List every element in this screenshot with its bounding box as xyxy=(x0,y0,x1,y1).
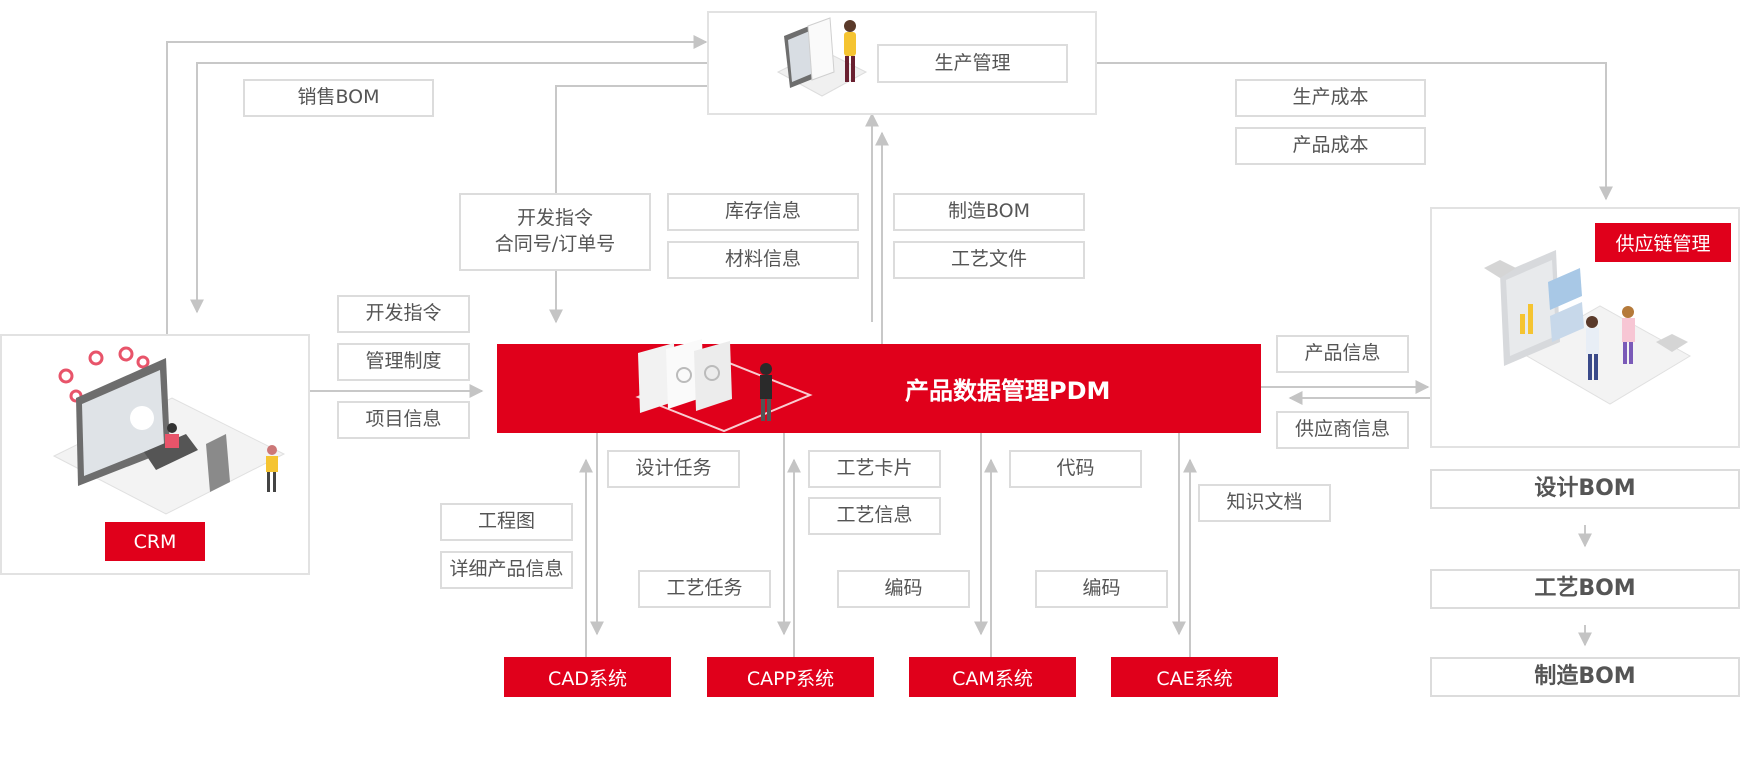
capp-node[interactable]: CAPP系统 xyxy=(707,657,874,697)
cam-node[interactable]: CAM系统 xyxy=(909,657,1076,697)
bom-manufacturing: 制造BOM xyxy=(1430,657,1740,697)
label-inventory-info: 库存信息 xyxy=(667,193,859,231)
label-process-info: 工艺信息 xyxy=(808,497,941,535)
label-coding-1: 编码 xyxy=(837,570,970,608)
label-project-info: 项目信息 xyxy=(337,401,470,439)
pdm-title: 产品数据管理PDM xyxy=(905,377,1111,405)
label-product-info: 产品信息 xyxy=(1276,335,1409,373)
cad-node[interactable]: CAD系统 xyxy=(504,657,671,697)
crm-illustration xyxy=(48,346,292,526)
crm-node[interactable]: CRM xyxy=(105,522,205,561)
cae-node[interactable]: CAE系统 xyxy=(1111,657,1278,697)
production-illustration xyxy=(772,16,870,104)
bom-process: 工艺BOM xyxy=(1430,569,1740,609)
production-node[interactable]: 生产管理 xyxy=(877,44,1068,83)
label-product-cost: 产品成本 xyxy=(1235,127,1426,165)
label-material-info: 材料信息 xyxy=(667,241,859,279)
supply-chain-node[interactable]: 供应链管理 xyxy=(1595,223,1731,262)
pdm-illustration xyxy=(628,339,814,435)
label-coding-2: 编码 xyxy=(1035,570,1168,608)
label-supplier-info: 供应商信息 xyxy=(1276,411,1409,449)
label-management-system: 管理制度 xyxy=(337,343,470,381)
label-dev-order-contract: 开发指令 合同号/订单号 xyxy=(459,193,651,271)
label-production-cost: 生产成本 xyxy=(1235,79,1426,117)
bom-design: 设计BOM xyxy=(1430,469,1740,509)
label-sales-bom: 销售BOM xyxy=(243,79,434,117)
label-code: 代码 xyxy=(1009,450,1142,488)
label-knowledge-doc: 知识文档 xyxy=(1198,484,1331,522)
pdm-core[interactable] xyxy=(497,344,1261,433)
label-process-card: 工艺卡片 xyxy=(808,450,941,488)
label-design-task: 设计任务 xyxy=(607,450,740,488)
label-engineering-drawing: 工程图 xyxy=(440,503,573,541)
label-process-task: 工艺任务 xyxy=(638,570,771,608)
label-process-file: 工艺文件 xyxy=(893,241,1085,279)
supply-chain-illustration xyxy=(1470,232,1710,432)
label-dev-order: 开发指令 xyxy=(337,295,470,333)
label-manufacturing-bom-top: 制造BOM xyxy=(893,193,1085,231)
label-detailed-product-info: 详细产品信息 xyxy=(440,551,573,589)
